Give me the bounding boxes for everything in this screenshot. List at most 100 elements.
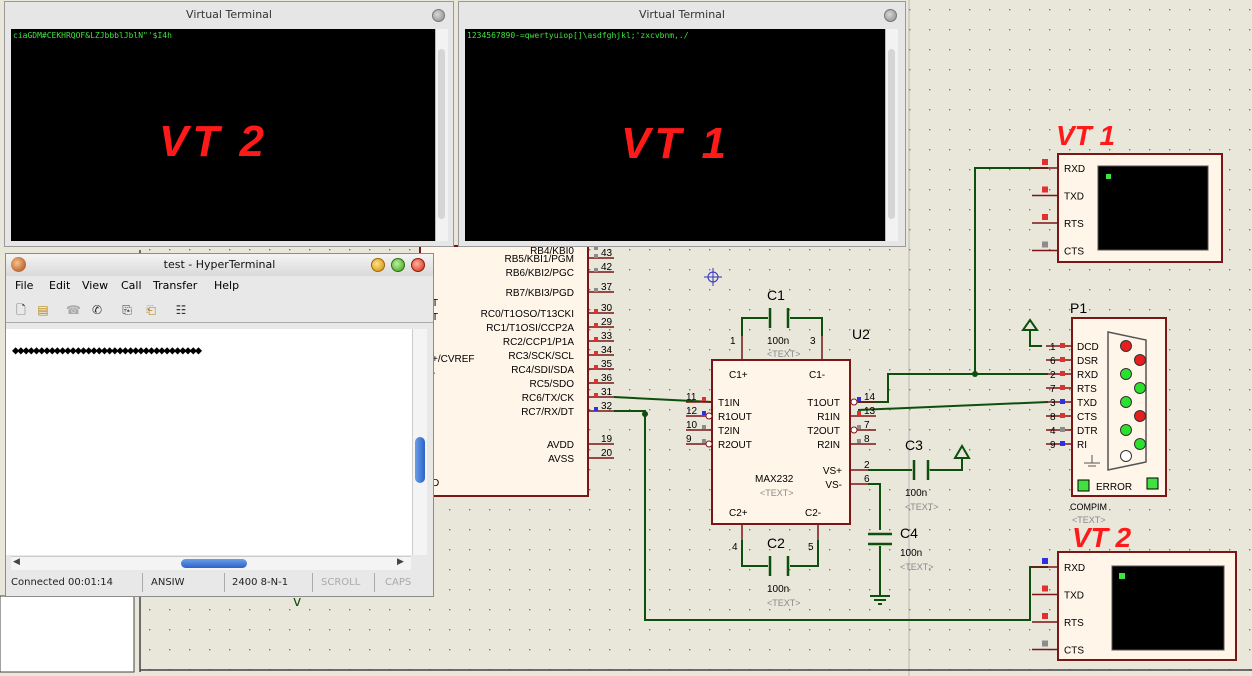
open-folder-icon[interactable]: ▤	[37, 303, 49, 317]
svg-text:ERROR: ERROR	[1096, 482, 1132, 493]
vt2-scrollbar[interactable]	[435, 29, 448, 241]
menu-view[interactable]: View	[82, 279, 109, 292]
svg-text:VT 1: VT 1	[1056, 120, 1115, 151]
maximize-button[interactable]	[391, 258, 405, 272]
cap-c3-symbol	[912, 460, 930, 480]
hyperterminal-titlebar[interactable]: test - HyperTerminal	[6, 254, 433, 276]
pic-pin-number: 31	[601, 387, 613, 398]
max232-pin-label: T2IN	[718, 426, 740, 437]
hyperterminal-vscrollbar[interactable]	[412, 329, 427, 555]
pic-pins: RB4/KBI0RB5/KBI1/PGM43RB6/KBI2/PGC42RB7/…	[432, 246, 614, 489]
max232-pin-number: 13	[864, 406, 876, 417]
properties-icon[interactable]: ☷	[175, 303, 187, 317]
vt1-scrollbar[interactable]	[885, 29, 898, 241]
cap-ref-label: C4	[900, 525, 918, 541]
vt1-screen[interactable]: 1234567890-=qwertyuiop[]\asdfghjkl;'zxcv…	[465, 29, 885, 241]
menu-help[interactable]: Help	[214, 279, 240, 292]
pic-pin-number: 36	[601, 373, 613, 384]
vt-block-pin-label: RXD	[1064, 164, 1085, 175]
pic-pin-label: RC3/SCK/SCL	[508, 351, 574, 362]
pic-pin-fragment: T	[432, 298, 438, 309]
max232-pin-number: 1	[730, 336, 736, 347]
pic-pin-label: RC6/TX/CK	[522, 393, 575, 404]
cap-c4-symbol	[868, 532, 892, 546]
disconnect-icon[interactable]: ✆	[91, 303, 103, 317]
menu-file[interactable]: File	[15, 279, 34, 292]
cap-text-label: <TEXT>	[767, 349, 801, 359]
crosshair-marker	[704, 268, 722, 286]
vt-block-pin-label: TXD	[1064, 192, 1084, 203]
max232-pins: T1IN11R1OUT12T2IN10R2OUT9T1OUT14R1IN13T2…	[686, 336, 876, 553]
scroll-right-icon[interactable]: ▶	[397, 557, 404, 567]
scroll-thumb[interactable]	[415, 437, 425, 483]
pic-pin-label: RB7/KBI3/PGD	[506, 288, 574, 299]
receive-icon[interactable]: ⎗	[146, 303, 156, 317]
vt1-window-titlebar[interactable]: Virtual Terminal	[459, 2, 905, 26]
compim-pin-number: 3	[1050, 398, 1056, 409]
pic-pin-number: 35	[601, 359, 613, 370]
max232-pin-label: C1-	[809, 370, 825, 381]
compim-pin-label: RTS	[1077, 384, 1097, 395]
vt2-window[interactable]: Virtual Terminal ciaGDM#CEKHRQOF&LZJbbbl…	[4, 1, 454, 247]
cap-ref-label: C1	[767, 287, 785, 303]
menu-edit[interactable]: Edit	[49, 279, 71, 292]
pic-chip-body	[419, 245, 589, 497]
vt2-window-titlebar[interactable]: Virtual Terminal	[5, 2, 453, 26]
compim-block	[1071, 317, 1167, 497]
pic-pin-label: RB5/KBI1/PGM	[505, 254, 574, 265]
vt1-overlay-label: VT 1	[621, 119, 730, 168]
minimize-button[interactable]	[371, 258, 385, 272]
max232-pin-label: R2IN	[817, 440, 840, 451]
max232-pin-number: 5	[808, 542, 814, 553]
compim-led	[1120, 340, 1132, 352]
compim-pin-label: CTS	[1077, 412, 1097, 423]
max232-pin-label: C2+	[729, 508, 748, 519]
scroll-left-icon[interactable]: ◀	[13, 557, 20, 567]
max232-pin-number: 2	[864, 460, 870, 471]
vt1-window[interactable]: Virtual Terminal 1234567890-=qwertyuiop[…	[458, 1, 906, 247]
compim-led	[1120, 396, 1132, 408]
pic-pin-label: RC0/T1OSO/T13CKI	[481, 309, 574, 320]
vt-block-pin-label: RTS	[1064, 219, 1084, 230]
menu-call[interactable]: Call	[121, 279, 142, 292]
max232-pin-label: T2OUT	[807, 426, 840, 437]
pic-pin-label: RC2/CCP1/P1A	[503, 337, 574, 348]
capacitor-labels: C1100n<TEXT>C2100n<TEXT>C3100n<TEXT>C410…	[767, 287, 939, 608]
pic-pin-number: 42	[601, 262, 613, 273]
hscroll-thumb[interactable]	[181, 559, 247, 568]
cap-text-label: <TEXT>	[905, 502, 939, 512]
close-icon[interactable]	[432, 9, 445, 22]
max232-pin-number: 8	[864, 434, 870, 445]
send-icon[interactable]: ⎘	[122, 303, 132, 317]
max232-pin-label: R1IN	[817, 412, 840, 423]
pic-pin-label: RC1/T1OSI/CCP2A	[486, 323, 574, 334]
svg-text:P1: P1	[1070, 300, 1087, 316]
compim-ground	[1084, 455, 1100, 467]
pic-pin-fragment: +/CVREF	[432, 354, 475, 365]
max232-pin-number: 10	[686, 420, 698, 431]
pic-pin-number: 30	[601, 303, 613, 314]
compim-led	[1120, 368, 1132, 380]
pic-pin-label: RB4/KBI0	[530, 246, 574, 257]
hyperterminal-toolbar-separator	[6, 322, 433, 323]
svg-text:<TEXT>: <TEXT>	[1072, 515, 1106, 525]
svg-text:<TEXT>: <TEXT>	[760, 488, 794, 498]
max232-pin-number: 9	[686, 434, 692, 445]
hyperterminal-screen[interactable]: ◆◆◆◆◆◆◆◆◆◆◆◆◆◆◆◆◆◆◆◆◆◆◆◆◆◆◆◆◆◆◆◆◆◆◆◆	[6, 329, 412, 555]
max232-pin-number: 3	[810, 336, 816, 347]
vt2-screen-text: ciaGDM#CEKHRQOF&LZJbbblJblN"'$I4h	[13, 31, 172, 40]
connect-icon[interactable]: ☎	[66, 303, 81, 317]
menu-transfer[interactable]: Transfer	[153, 279, 198, 292]
status-scroll: SCROLL	[321, 577, 361, 588]
new-document-icon[interactable]: 🗋	[16, 303, 26, 317]
pic-pin-fragment: D	[432, 478, 439, 489]
pic-pin-label: AVSS	[548, 454, 574, 465]
cap-value-label: 100n	[900, 548, 922, 559]
close-icon[interactable]	[884, 9, 897, 22]
cap-value-label: 100n	[767, 336, 789, 347]
compim-led	[1134, 438, 1146, 450]
compim-led	[1120, 424, 1132, 436]
close-button[interactable]	[411, 258, 425, 272]
hyperterminal-hscrollbar[interactable]: ◀ ▶	[11, 556, 411, 570]
vt2-screen[interactable]: ciaGDM#CEKHRQOF&LZJbbblJblN"'$I4h VT 2	[11, 29, 435, 241]
